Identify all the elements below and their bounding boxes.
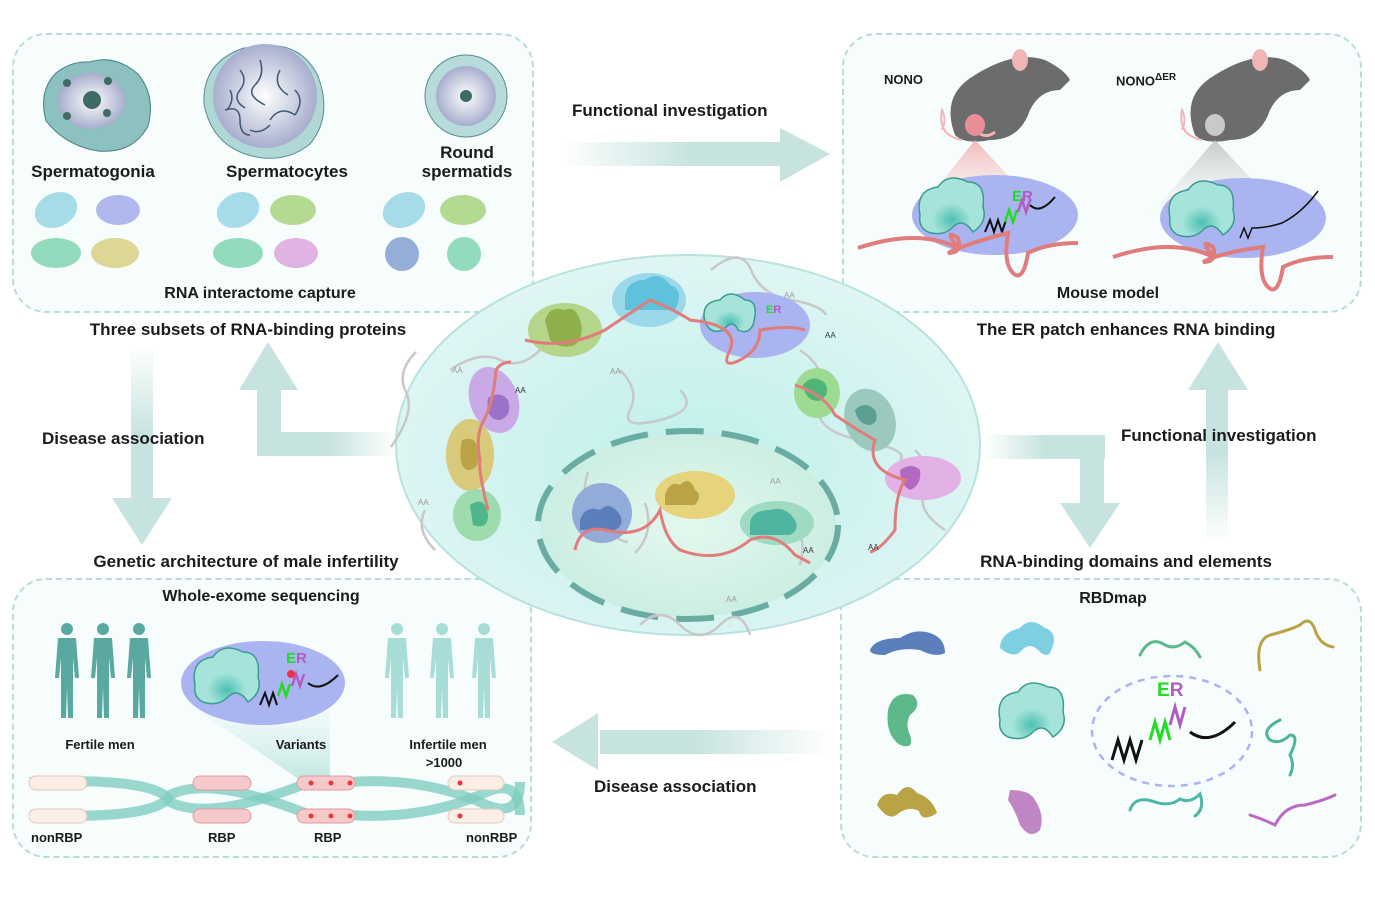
delta-er-superscript: ΔER xyxy=(1155,72,1177,83)
label-infertile-men: Infertile men xyxy=(409,737,487,752)
arrow-left-bottom xyxy=(552,713,830,770)
chromosomes xyxy=(28,775,525,824)
label-spermatogonia: Spermatogonia xyxy=(31,162,155,181)
spermatogonia-cell xyxy=(43,59,151,152)
er-label-top: ER xyxy=(1012,188,1033,205)
poly-a-label: AA xyxy=(770,477,781,486)
label-nono: NONO xyxy=(884,72,923,87)
poly-a-label: AA xyxy=(418,498,429,507)
er-e: E xyxy=(766,304,774,316)
er-r: R xyxy=(1022,188,1033,205)
rbdmap-title: RBDmap xyxy=(1079,590,1147,607)
arrow-down-left xyxy=(112,345,172,545)
label-nono-delta-er: NONOΔER xyxy=(1116,72,1176,88)
central-cell: AA AA AA AA AA AA AA AA AA AA xyxy=(389,254,981,637)
poly-a-label: AA xyxy=(452,366,463,375)
chrom-label-nonrbp-left: nonRBP xyxy=(31,830,83,845)
er-e: E xyxy=(1012,188,1023,205)
poly-a-label: AA xyxy=(610,367,621,376)
round-spermatid-cell xyxy=(424,54,508,138)
label-functional-investigation-top: Functional investigation xyxy=(572,101,768,120)
label-round: Round xyxy=(440,143,494,162)
nono-binding-delta-er xyxy=(1112,178,1334,292)
er-e: E xyxy=(286,650,297,667)
caption-three-subsets: Three subsets of RNA-binding proteins xyxy=(89,320,407,339)
er-r: R xyxy=(296,650,307,667)
label-disease-association-bottom: Disease association xyxy=(594,777,757,796)
whole-exome-title: Whole-exome sequencing xyxy=(162,588,360,605)
poly-a-label: AA xyxy=(825,331,836,340)
chrom-label-rbp-left: RBP xyxy=(208,830,236,845)
spermatocyte-cell xyxy=(203,44,325,159)
label-infertile-count: >1000 xyxy=(425,755,463,770)
arrow-up-right xyxy=(1188,342,1248,543)
infertile-men-figures xyxy=(385,623,496,718)
nono-text: NONO xyxy=(1116,73,1155,89)
er-e: E xyxy=(1157,680,1170,701)
poly-a-label: AA xyxy=(784,291,795,300)
label-spermatids: spermatids xyxy=(421,162,513,181)
poly-a-label: AA xyxy=(803,546,814,555)
arrow-right-top xyxy=(560,128,830,182)
caption-rna-binding-domains: RNA-binding domains and elements xyxy=(980,552,1272,571)
caption-er-patch: The ER patch enhances RNA binding xyxy=(976,320,1276,339)
nono-binding-wt xyxy=(857,175,1079,278)
poly-a-label: AA xyxy=(868,543,879,552)
er-label-center: ER xyxy=(766,304,781,316)
er-label-variants: ER xyxy=(286,650,307,667)
rbp-ovals xyxy=(31,192,486,271)
mouse-model-label: Mouse model xyxy=(1056,285,1160,302)
er-label-rbdmap: ER xyxy=(1157,680,1183,702)
poly-a-label: AA xyxy=(726,595,737,604)
label-spermatocytes: Spermatocytes xyxy=(226,162,348,181)
rbd-shapes xyxy=(870,619,1337,834)
label-functional-investigation-right: Functional investigation xyxy=(1121,426,1317,445)
fertile-men-figures xyxy=(55,623,151,718)
er-r: R xyxy=(773,304,782,316)
arrow-elbow-right xyxy=(985,435,1120,548)
caption-genetic-architecture: Genetic architecture of male infertility xyxy=(93,552,399,571)
er-r: R xyxy=(1169,680,1184,701)
poly-a-label: AA xyxy=(515,386,526,395)
arrow-elbow-left xyxy=(239,342,397,456)
label-variants: Variants xyxy=(275,737,327,752)
rna-interactome-capture-label: RNA interactome capture xyxy=(164,285,356,302)
chrom-label-nonrbp-right: nonRBP xyxy=(466,830,518,845)
label-disease-association-left: Disease association xyxy=(42,429,205,448)
chrom-label-rbp-right: RBP xyxy=(314,830,342,845)
label-fertile-men: Fertile men xyxy=(65,737,135,752)
variant-zoom xyxy=(181,641,345,780)
